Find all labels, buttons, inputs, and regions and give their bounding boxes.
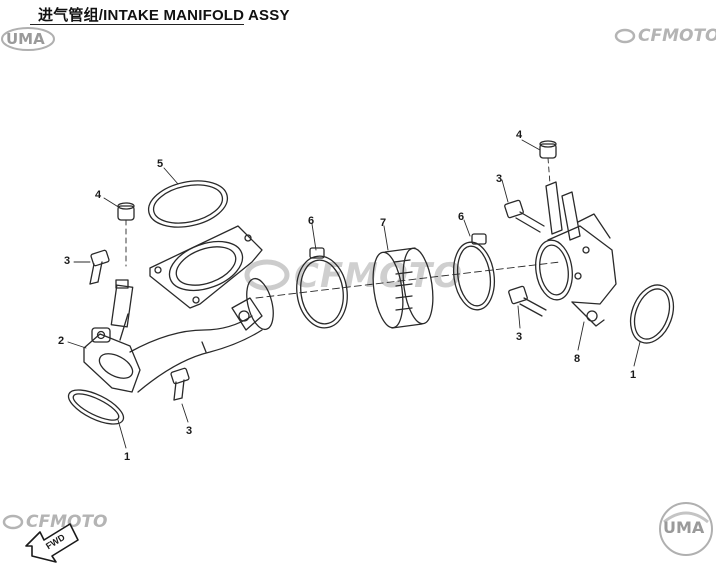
nut-part-4-left — [117, 202, 135, 267]
uma-logo-bottom-right: UMA — [663, 518, 705, 537]
hose-clamp-part-6-left — [296, 247, 348, 329]
sensor-right — [545, 181, 581, 241]
intake-elbow-part-8 — [535, 213, 617, 327]
bolt-part-3-right-lower — [508, 285, 547, 317]
cfmoto-logo-icon — [614, 28, 636, 44]
callout-3-right-upper: 3 — [496, 173, 502, 185]
callout-5: 5 — [157, 158, 163, 170]
callout-1-left: 1 — [124, 451, 130, 463]
seal-ring-part-1-left — [67, 389, 125, 425]
callout-1-right: 1 — [630, 369, 636, 381]
manifold-pipe — [129, 277, 274, 393]
callout-7: 7 — [380, 217, 386, 229]
injector-bracket-part-2 — [83, 313, 141, 393]
callout-3-left-lower: 3 — [186, 425, 192, 437]
callout-4-left: 4 — [95, 189, 102, 201]
callout-4-right: 4 — [516, 129, 523, 141]
cfmoto-logo-bottom-left: CFMOTO — [26, 512, 108, 532]
throttle-body-flange — [149, 225, 263, 309]
hose-clamp-part-6-right — [452, 233, 496, 311]
title-underline — [30, 24, 244, 25]
cfmoto-watermark: CFMOTO — [294, 256, 464, 296]
callout-2: 2 — [58, 335, 64, 347]
rubber-joint-part-7 — [372, 247, 434, 329]
callout-leaders — [67, 139, 641, 449]
bolt-part-3-left-upper — [89, 249, 110, 285]
bolt-part-3-right-upper — [504, 199, 545, 233]
uma-logo-top-left: UMA — [6, 30, 45, 48]
cfmoto-logo-bottom-icon — [2, 514, 24, 530]
uma-logo-icon — [1, 27, 55, 51]
cfmoto-logo-top-right: CFMOTO — [638, 26, 716, 46]
uma-logo-bottom-icon — [659, 502, 713, 556]
sensor-left — [110, 279, 134, 328]
callout-3-left-upper: 3 — [64, 255, 70, 267]
callout-8: 8 — [574, 353, 580, 365]
fwd-arrow-icon: FWD — [25, 523, 79, 563]
o-ring-part-5 — [147, 180, 229, 228]
nut-part-4-right — [539, 140, 557, 185]
callout-6-right: 6 — [458, 211, 464, 223]
callout-3-right-lower: 3 — [516, 331, 522, 343]
assembly-axis-line — [255, 261, 561, 299]
bolt-part-3-left-lower — [170, 367, 190, 401]
callout-6-left: 6 — [308, 215, 314, 227]
seal-ring-part-1-right — [629, 284, 675, 344]
page-title: 进气管组/INTAKE MANIFOLD ASSY — [38, 7, 290, 24]
